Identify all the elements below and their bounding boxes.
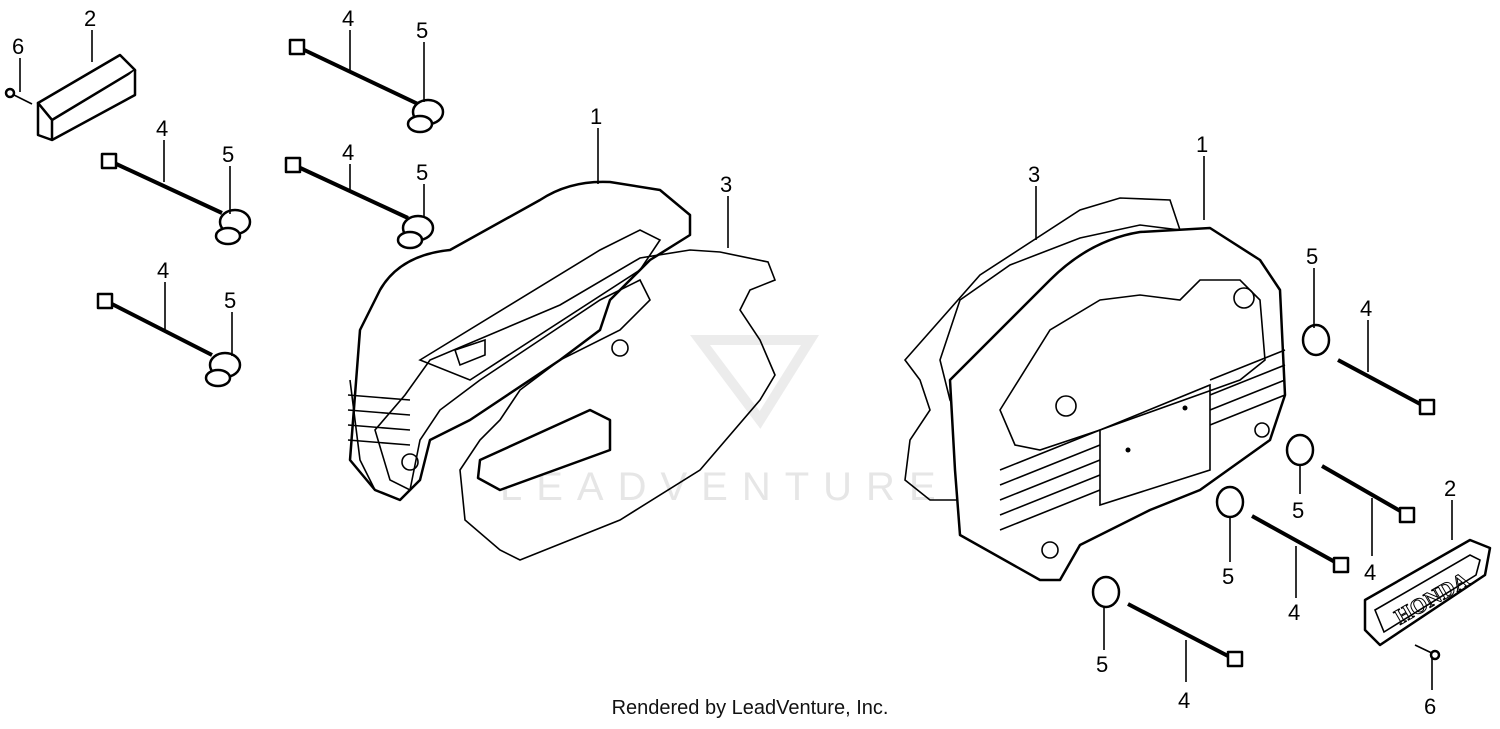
bolt-4-right-d: [1091, 575, 1244, 668]
callout-5-right-a: 5: [1306, 244, 1318, 269]
callout-4-left-d: 4: [157, 258, 169, 283]
callout-4-right-d: 4: [1178, 688, 1190, 713]
callout-4-right-b: 4: [1364, 560, 1376, 585]
bolt-4-right-b: [1285, 433, 1416, 524]
callout-2-right: 2: [1444, 476, 1456, 501]
bolt-4-left-mid2: [284, 156, 435, 250]
bolt-4-left-bot: [96, 292, 242, 388]
callout-4-right-c: 4: [1288, 600, 1300, 625]
bolt-4-right-c: [1215, 485, 1350, 574]
callout-5-left-c: 5: [416, 160, 428, 185]
render-credit: Rendered by LeadVenture, Inc.: [611, 697, 889, 719]
callout-3-left: 3: [720, 172, 732, 197]
callout-1-right: 1: [1196, 132, 1208, 157]
screw-6-left: [4, 87, 33, 105]
callout-6-left: 6: [12, 34, 24, 59]
callout-4-left-c: 4: [342, 140, 354, 165]
callout-3-right: 3: [1028, 162, 1040, 187]
callout-5-left-a: 5: [416, 18, 428, 43]
callout-4-left-b: 4: [156, 116, 168, 141]
callout-4-right-a: 4: [1360, 296, 1372, 321]
gasket-3-right: [903, 197, 1182, 501]
callout-6-right: 6: [1424, 694, 1436, 719]
valve-cover-1-left: [347, 180, 692, 502]
callout-2-left: 2: [84, 6, 96, 31]
callout-5-right-b: 5: [1292, 498, 1304, 523]
watermark-logo: [690, 335, 820, 429]
bolt-4-left-mid1: [100, 152, 252, 246]
callout-5-right-d: 5: [1096, 652, 1108, 677]
nameplate-2-left: [36, 53, 137, 142]
nameplate-2-right: HONDA: [1363, 538, 1492, 647]
callout-5-left-b: 5: [222, 142, 234, 167]
callout-4-left-a: 4: [342, 6, 354, 31]
gasket-3-left: [374, 249, 777, 561]
bolt-4-left-top: [288, 38, 445, 134]
watermark: LEADVENTURE: [500, 465, 950, 509]
callout-5-right-c: 5: [1222, 564, 1234, 589]
bolt-4-right-a: [1301, 323, 1436, 416]
valve-cover-1-right: [948, 226, 1287, 582]
screw-6-right: [1414, 644, 1441, 661]
callout-5-left-d: 5: [224, 288, 236, 313]
callout-1-left: 1: [590, 104, 602, 129]
